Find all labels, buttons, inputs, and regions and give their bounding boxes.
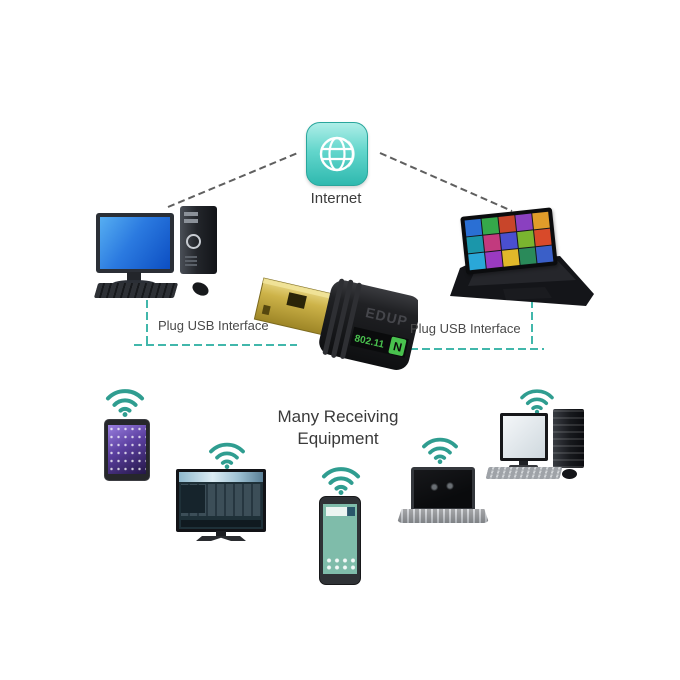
wifi-icon [321,467,361,495]
usb-connector-hole [286,292,307,309]
tv-bottom-bar [181,520,261,527]
app-tile [464,218,483,237]
tablet-device [104,419,150,481]
app-tile [498,215,517,233]
receiver-desktop-screen [503,416,545,458]
smartphone-app-icons [325,557,355,571]
receiver-monitor-stand [519,461,528,466]
usb-wifi-adapter: EDUP 802.11 N [253,277,418,370]
globe-icon [319,136,355,172]
app-tile [501,249,520,267]
netbook-display [414,470,472,508]
receiver-desktop-mouse [562,469,577,479]
adapter-grip-ribs [322,278,362,359]
usb-connector-hole [261,304,271,316]
laptop-screen [460,207,558,275]
tv-stand-neck [216,531,226,536]
app-tile [481,217,500,235]
adapter-standard-label: 802.11 N [349,326,409,358]
dashed-line-usb-right [398,300,544,350]
windows-tile-grid [464,211,554,271]
tower-drive-bay [184,219,198,223]
desktop-monitor-stand [127,272,141,281]
netbook-keyboard-base [397,509,489,523]
app-tile [517,230,535,249]
desktop-monitor-screen [100,217,170,269]
app-tile [468,252,486,271]
plug-usb-interface-label-right: Plug USB Interface [410,321,521,336]
plug-usb-interface-label-left: Plug USB Interface [158,318,269,333]
app-tile [535,245,554,264]
app-tile [485,250,503,269]
internet-icon [306,122,368,186]
adapter-n-badge: N [392,339,404,355]
tablet-screen [108,425,146,474]
smart-tv [176,469,266,532]
tv-sky-strip [179,472,263,482]
tv-screen [179,472,263,529]
tower-logo [186,234,201,249]
smartphone-widget [347,507,355,516]
receiving-line1: Many Receiving [277,407,399,426]
app-tile [515,213,533,232]
dashed-line-usb-left [134,300,297,346]
tv-side-panel [181,485,205,513]
desktop-monitor [96,213,174,273]
app-tile [500,232,518,250]
wifi-icon [520,389,554,414]
app-tile [534,228,552,247]
receiver-desktop-monitor [500,413,548,461]
smartphone-device [319,496,361,585]
tower-vent [185,254,197,266]
app-tile [466,235,484,254]
desktop-tower [180,206,217,274]
receiving-line2: Equipment [297,429,379,448]
dashed-line-internet-to-laptop [379,152,513,212]
app-tile [518,247,537,265]
wifi-icon [209,442,245,469]
wifi-icon [105,389,145,417]
app-tile [532,211,550,230]
smartphone-screen [323,504,357,574]
receiver-desktop-keyboard [485,467,563,479]
wifi-icon [422,437,458,464]
dashed-line-pc-to-internet [167,151,301,208]
receiving-equipment-label: Many Receiving Equipment [238,406,438,450]
netbook-screen [411,467,475,511]
desktop-keyboard [93,283,179,298]
receiver-desktop-tower [553,409,584,468]
internet-label: Internet [310,190,362,207]
smartphone-clock-widget [326,507,348,516]
app-tile [483,233,501,252]
tower-drive-bay [184,212,198,216]
